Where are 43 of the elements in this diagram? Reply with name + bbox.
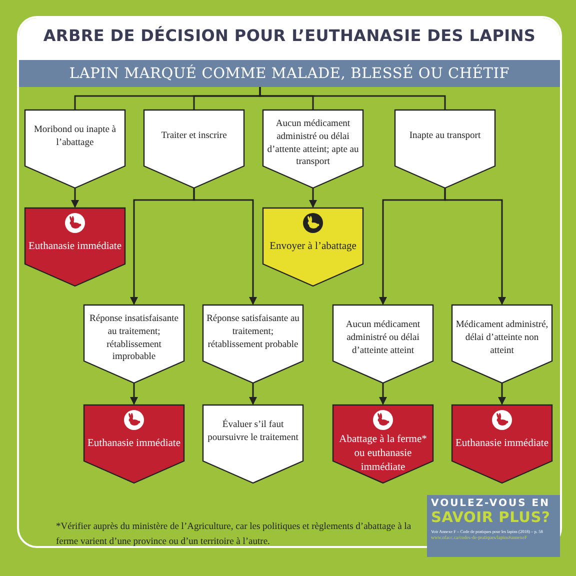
arrow (130, 383, 138, 405)
header-bar (19, 60, 560, 87)
decision-box (203, 405, 303, 483)
node-text: Réponse insatisfaisante au traitement; rétablissement improbable (88, 313, 180, 364)
promo-heading: SAVOIR PLUS? (431, 511, 552, 526)
node-text: Aucun médicament administré ou délai d’atteinte atteint (344, 319, 422, 358)
node-text: Réponse satisfaisante au traitement; rétablissement probable (206, 313, 300, 352)
node-text: Moribond ou inapte à l’abattage (32, 124, 118, 150)
node-text: Envoyer à l’abattage (268, 240, 358, 254)
euthanasia-box (333, 405, 433, 483)
decision-box (84, 305, 184, 383)
arrow (71, 188, 79, 208)
euthanasia-box (452, 405, 552, 483)
arrow (193, 188, 257, 305)
node-text: Euthanasie immédiate (27, 240, 122, 254)
node-text: Euthanasie immédiate (454, 437, 550, 451)
decision-box (203, 305, 303, 383)
title: ARBRE DE DÉCISION POUR L’EUTHANASIE DES LAPINS (42, 26, 537, 45)
decision-box (144, 110, 244, 188)
decision-box (452, 305, 552, 383)
arrow (249, 383, 257, 405)
node-text: Inapte au transport (408, 130, 482, 143)
arrow (498, 383, 506, 405)
connector-line (259, 87, 446, 110)
decision-box (263, 110, 363, 188)
node-text: Abattage à la ferme* ou euthanasie immédiate (338, 433, 428, 476)
node-text: Euthanasie immédiate (86, 437, 182, 451)
euthanasia-box (25, 208, 125, 286)
arrow (444, 188, 506, 305)
node-text: Médicament administré, délai d’atteinte non atteint (454, 319, 550, 358)
slaughter-box (263, 208, 363, 286)
node-text: Traiter et inscrire (160, 130, 228, 143)
arrow (379, 383, 387, 405)
decision-box (25, 110, 125, 188)
node-text: Évaluer s’il faut poursuivre le traitement (206, 419, 300, 445)
arrow (309, 188, 317, 208)
promo-heading: VOULEZ-VOUS EN (431, 498, 551, 509)
header-text: LAPIN MARQUÉ COMME MALADE, BLESSÉ OU CHÉTIF (69, 66, 510, 82)
footnote: *Vérifier auprès du ministère de l’Agriculture, car les politiques et règlements d’abattage à la ferme varient d’une province ou d’un territoire à l’autre. (56, 521, 412, 549)
euthanasia-box (84, 405, 184, 483)
decision-box (395, 110, 495, 188)
decision-box (333, 305, 433, 383)
node-text: Aucun médicament administré ou délai d’attente atteint; apte au transport (266, 118, 360, 170)
